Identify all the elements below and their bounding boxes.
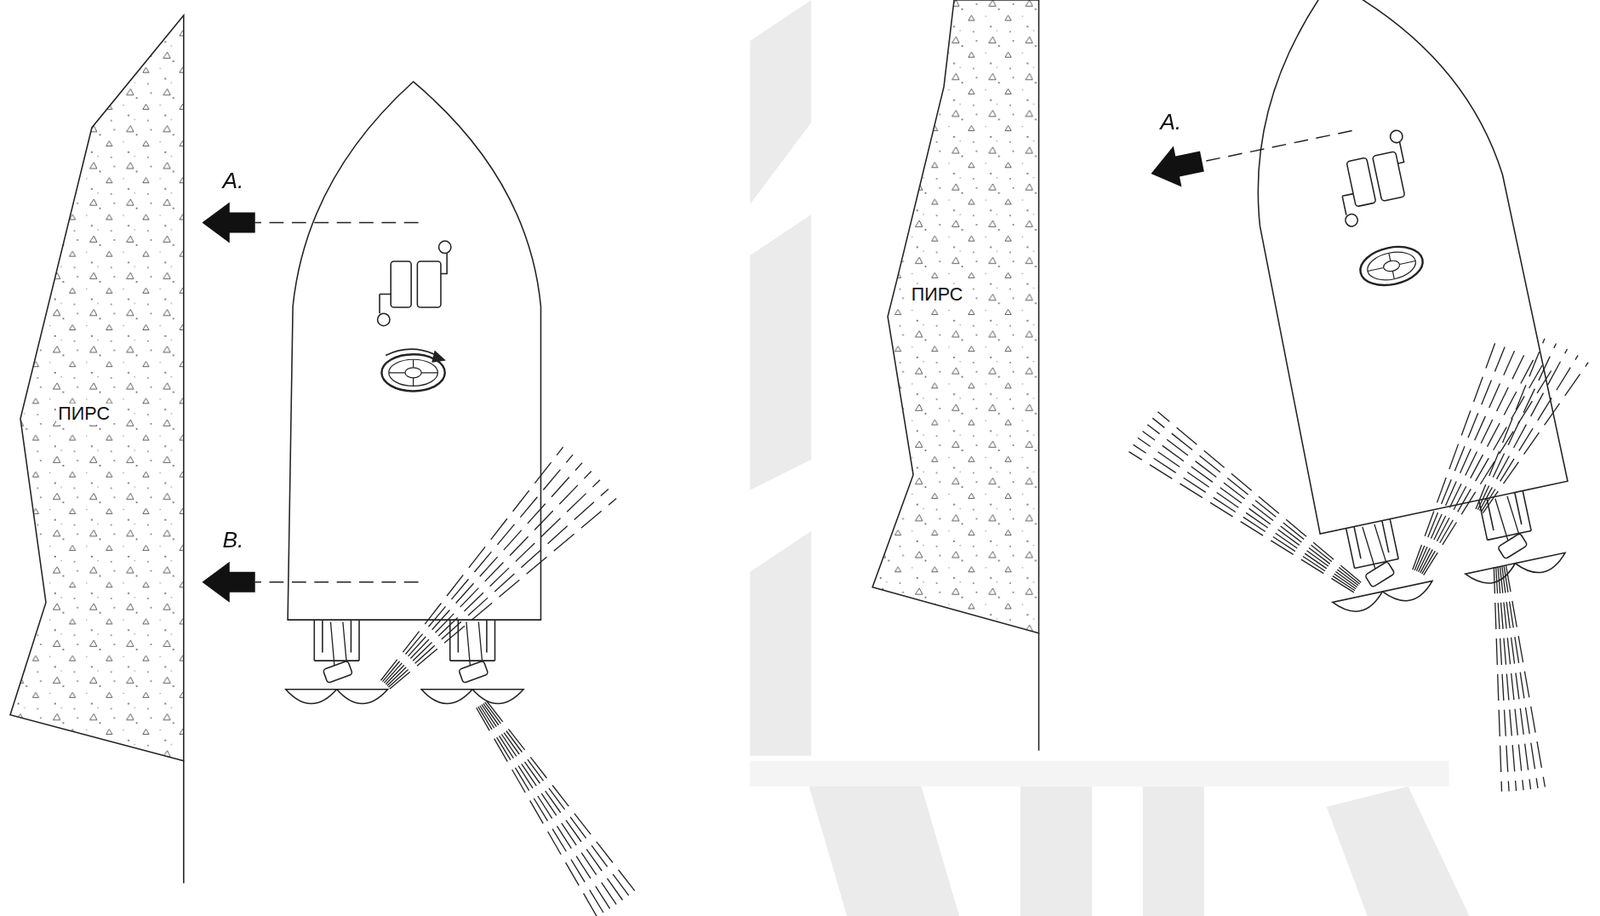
- pier-outline: [872, 0, 1040, 635]
- spray-stroke: [1157, 411, 1361, 583]
- spray-stroke: [1137, 437, 1356, 589]
- spray-stroke: [1147, 424, 1359, 586]
- pier-outline: [10, 15, 185, 762]
- spray-stroke: [478, 706, 606, 916]
- force-label: A.: [222, 167, 244, 195]
- spray-stroke: [388, 488, 608, 687]
- spray-stroke: [1142, 430, 1357, 587]
- spray-stroke: [1503, 565, 1538, 789]
- spray-stroke: [1414, 342, 1507, 571]
- force-label: B.: [222, 526, 244, 554]
- spray-stroke: [1482, 362, 1589, 514]
- spray-stroke: [485, 702, 632, 899]
- spray-stroke: [1475, 338, 1545, 509]
- spray-stroke: [483, 702, 625, 903]
- spray-stroke: [1422, 361, 1545, 574]
- pier-label: ПИРС: [56, 403, 113, 425]
- spray-stroke: [1133, 444, 1355, 590]
- spray-stroke: [486, 700, 638, 894]
- force-label: A.: [1160, 108, 1182, 136]
- spray-stroke: [1502, 565, 1532, 789]
- spray-stroke: [1152, 417, 1360, 584]
- spray-stroke: [1418, 351, 1526, 572]
- spray-stroke: [382, 454, 574, 681]
- spray-stroke: [1412, 339, 1497, 571]
- spray-stroke: [381, 446, 564, 680]
- pier: ПИРС: [10, 15, 185, 762]
- pier-label: ПИРС: [908, 283, 966, 305]
- spray-stroke: [387, 480, 600, 686]
- pier: ПИРС: [872, 0, 1040, 635]
- spray-stroke: [1420, 356, 1536, 573]
- spray-stroke: [1480, 348, 1568, 511]
- spray-stroke: [1500, 566, 1525, 790]
- spray-stroke: [1493, 566, 1502, 792]
- spray-stroke: [385, 470, 592, 684]
- spray-stroke: [1477, 342, 1556, 509]
- spray-stroke: [1423, 366, 1554, 575]
- spray-stroke: [476, 707, 600, 916]
- spray-stroke: [480, 705, 612, 912]
- spray-stroke: [383, 462, 583, 684]
- spray-stroke: [481, 704, 619, 909]
- spray-stroke: [389, 498, 617, 690]
- spray-stroke: [1128, 451, 1354, 593]
- spray-stroke: [1481, 354, 1579, 512]
